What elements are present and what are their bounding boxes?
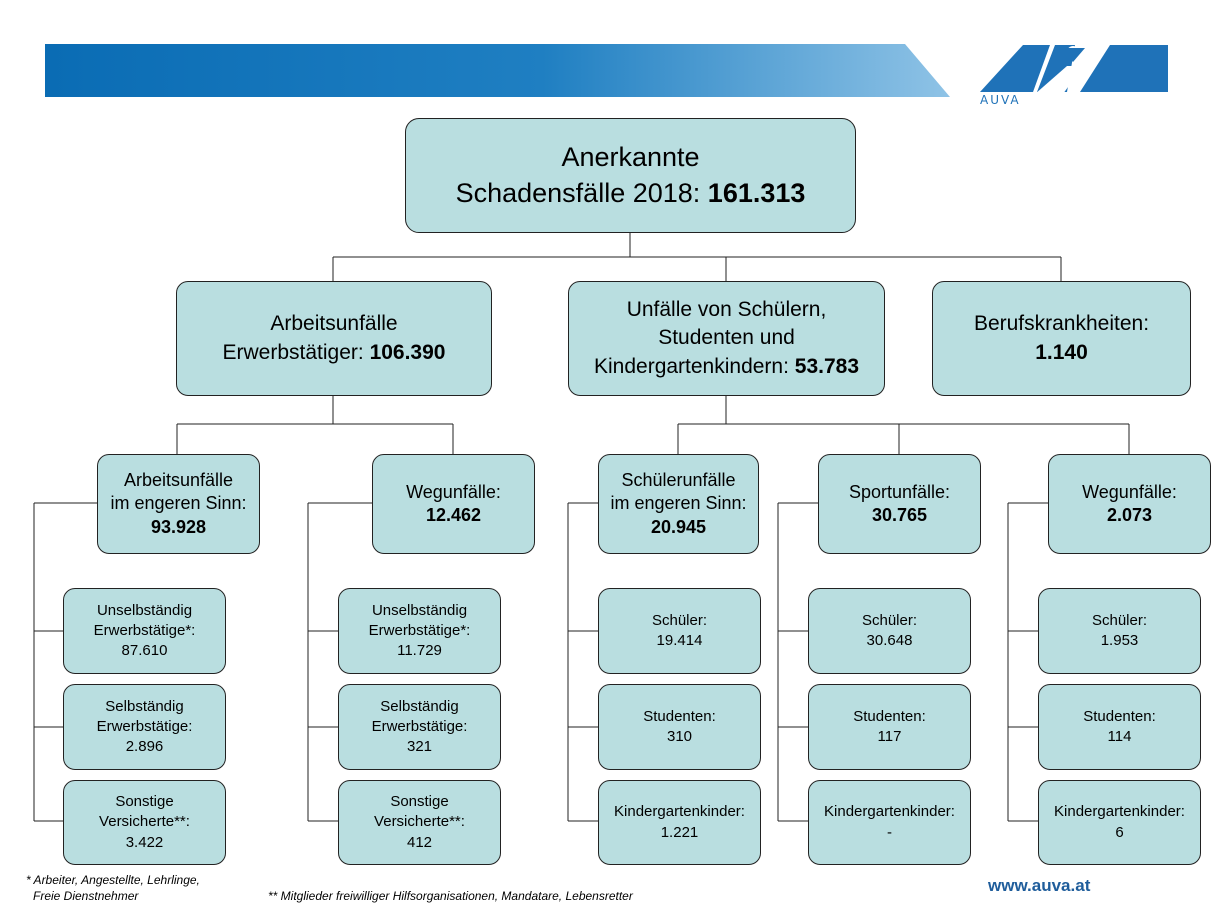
node-arbeit-wegunfaelle: Wegunfälle: 12.462 (372, 454, 535, 554)
node-a-weg-value: 12.462 (425, 505, 482, 525)
node-arbeit-engeren-sinn: Arbeitsunfälle im engeren Sinn: 93.928 (97, 454, 260, 554)
node-a-eng-3-line1: Sonstige (115, 793, 174, 811)
node-s-weg-1-value: 1.953 (1100, 632, 1139, 649)
node-schueler-wegunfaelle: Wegunfälle: 2.073 (1048, 454, 1211, 554)
node-s-sport-2-value: 117 (877, 728, 902, 745)
node-s-sport-studenten: Studenten: 117 (808, 684, 971, 770)
node-s-sport-value: 30.765 (871, 505, 928, 525)
node-s-weg-2-line1: Studenten: (1083, 707, 1156, 725)
node-a-eng-3-value: 3.422 (125, 833, 164, 851)
node-s-sport-2-line1: Studenten: (853, 707, 926, 725)
node-s-eng-kindergarten: Kindergartenkinder: 1.221 (598, 780, 761, 865)
node-root-label: Schadensfälle 2018: (455, 177, 708, 208)
footnote-1-line2: Freie Dienstnehmer (33, 888, 139, 903)
node-schueler-engeren-sinn: Schülerunfälle im engeren Sinn: 20.945 (598, 454, 759, 554)
node-s-eng-2-value: 310 (666, 728, 693, 745)
node-a-eng-1-value: 87.610 (121, 642, 168, 660)
logo-wordmark: AUVA (980, 93, 1021, 107)
footnote-1-line1: * Arbeiter, Angestellte, Lehrlinge, (26, 873, 200, 887)
node-s-weg-line1: Wegunfälle: (1082, 481, 1177, 502)
footnote-1: * Arbeiter, Angestellte, Lehrlinge, Frei… (26, 873, 200, 904)
node-root-line1: Anerkannte (561, 142, 700, 173)
node-a-weg-line1: Wegunfälle: (406, 481, 501, 502)
node-s-sport-3-line1: Kindergartenkinder: (824, 803, 955, 821)
node-a-eng-selbstaendig: Selbständig Erwerbstätige: 2.896 (63, 684, 226, 770)
node-s-weg-3-value: 6 (1115, 823, 1124, 841)
node-s-weg-kindergarten: Kindergartenkinder: 6 (1038, 780, 1201, 865)
node-s-eng-studenten: Studenten: 310 (598, 684, 761, 770)
node-s-sport-1-line1: Schüler: (861, 611, 918, 629)
node-a-weg-3-value: 412 (406, 833, 433, 851)
node-s-eng-1-value: 19.414 (656, 632, 703, 649)
node-berufskrankheiten: Berufskrankheiten: 1.140 (932, 281, 1191, 396)
node-s-sport-schueler: Schüler: 30.648 (808, 588, 971, 674)
node-s-sport-kindergarten: Kindergartenkinder: - (808, 780, 971, 865)
node-a-eng-line2: im engeren Sinn: (110, 493, 247, 514)
footnote-2: ** Mitglieder freiwilliger Hilfsorganisa… (268, 889, 633, 903)
node-a-eng-2-value: 2.896 (125, 738, 164, 756)
node-s-eng-3-line1: Kindergartenkinder: (614, 803, 745, 821)
node-beruf-line1: Berufskrankheiten: (973, 312, 1150, 336)
node-schueler-line1: Unfälle von Schülern, (626, 297, 827, 321)
node-s-weg-2-value: 114 (1107, 728, 1132, 745)
node-a-eng-line1: Arbeitsunfälle (123, 469, 234, 490)
node-root-total: Anerkannte Schadensfälle 2018: 161.313 (405, 118, 856, 233)
node-schueler-value: 53.783 (794, 354, 860, 378)
node-schuelerunfaelle: Unfälle von Schülern, Studenten und Kind… (568, 281, 885, 396)
node-arbeit-value: 106.390 (369, 340, 446, 364)
node-s-eng-line2: im engeren Sinn: (610, 493, 747, 514)
node-s-eng-line1: Schülerunfälle (621, 469, 736, 490)
node-a-weg-1-line2: Erwerbstätige*: (368, 621, 471, 639)
auva-logo (980, 45, 1168, 94)
node-a-eng-sonstige: Sonstige Versicherte**: 3.422 (63, 780, 226, 865)
node-s-weg-3-line1: Kindergartenkinder: (1054, 803, 1185, 821)
node-a-weg-3-line2: Versicherte**: (374, 813, 465, 831)
node-s-weg-schueler: Schüler: 1.953 (1038, 588, 1201, 674)
node-sportunfaelle: Sportunfälle: 30.765 (818, 454, 981, 554)
node-a-eng-1-line2: Erwerbstätige*: (93, 621, 196, 639)
node-arbeitsunfaelle: Arbeitsunfälle Erwerbstätiger: 106.390 (176, 281, 492, 396)
node-s-weg-studenten: Studenten: 114 (1038, 684, 1201, 770)
website-link[interactable]: www.auva.at (988, 876, 1091, 895)
node-schueler-line3: Kindergartenkindern: 53.783 (594, 353, 859, 381)
node-s-eng-2-line1: Studenten: (643, 707, 716, 725)
node-s-sport-line1: Sportunfälle: (848, 481, 951, 502)
node-a-weg-sonstige: Sonstige Versicherte**: 412 (338, 780, 501, 865)
node-root-line2: Schadensfälle 2018: 161.313 (456, 176, 806, 211)
node-arbeit-line2: Erwerbstätiger: 106.390 (223, 339, 446, 367)
node-root-value: 161.313 (707, 177, 806, 208)
node-a-eng-value: 93.928 (150, 516, 207, 537)
node-a-weg-2-line2: Erwerbstätige: (371, 717, 468, 735)
node-arbeit-label: Erwerbstätiger: (222, 340, 370, 364)
node-a-eng-2-line1: Selbständig (105, 697, 184, 715)
node-s-sport-3-value: - (887, 823, 892, 841)
node-s-weg-1-line1: Schüler: (1091, 611, 1148, 629)
node-arbeit-line1: Arbeitsunfälle (270, 312, 398, 336)
node-a-weg-selbstaendig: Selbständig Erwerbstätige: 321 (338, 684, 501, 770)
node-a-weg-2-value: 321 (406, 738, 433, 756)
node-a-eng-unselbstaendig: Unselbständig Erwerbstätige*: 87.610 (63, 588, 226, 674)
node-schueler-line2: Studenten und (658, 326, 795, 350)
node-s-eng-schueler: Schüler: 19.414 (598, 588, 761, 674)
node-a-eng-3-line2: Versicherte**: (99, 813, 190, 831)
node-a-weg-2-line1: Selbständig (380, 697, 459, 715)
node-beruf-value: 1.140 (1035, 340, 1088, 364)
node-a-eng-1-line1: Unselbständig (96, 601, 193, 619)
node-s-weg-value: 2.073 (1106, 505, 1153, 525)
node-a-weg-1-value: 11.729 (397, 642, 442, 660)
node-s-eng-1-line1: Schüler: (651, 611, 708, 629)
node-a-eng-2-line2: Erwerbstätige: (96, 717, 193, 735)
node-a-weg-1-line1: Unselbständig (371, 601, 468, 619)
node-s-sport-1-value: 30.648 (866, 632, 913, 649)
node-s-eng-3-value: 1.221 (660, 823, 699, 841)
node-schueler-label: Kindergartenkindern: (593, 354, 795, 378)
header-banner (45, 44, 950, 97)
node-s-eng-value: 20.945 (650, 516, 707, 537)
node-a-weg-3-line1: Sonstige (390, 793, 449, 811)
node-a-weg-unselbstaendig: Unselbständig Erwerbstätige*: 11.729 (338, 588, 501, 674)
